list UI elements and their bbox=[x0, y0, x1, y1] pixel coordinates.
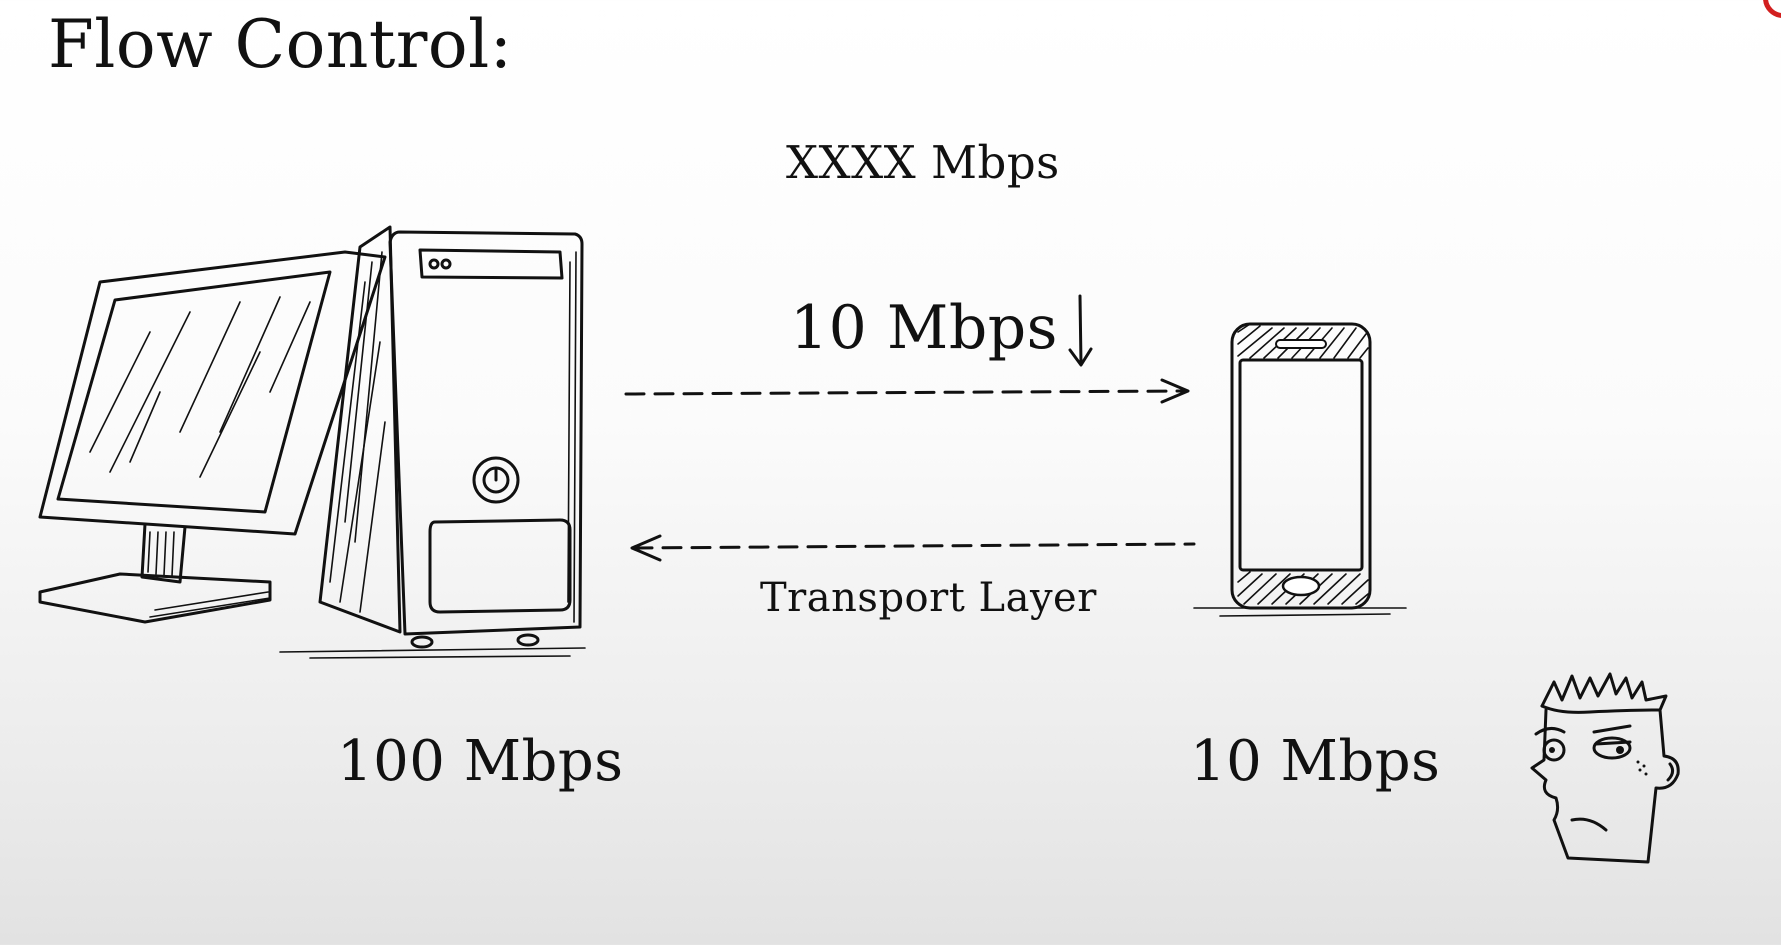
ack-arrow bbox=[630, 534, 1196, 562]
down-arrow-icon bbox=[1068, 294, 1093, 367]
desktop-computer-icon bbox=[38, 225, 586, 659]
smartphone-icon bbox=[1193, 322, 1407, 617]
transport-layer-label: Transport Layer bbox=[760, 575, 1097, 621]
phone-rate-label: 10 Mbps bbox=[1190, 729, 1441, 794]
middle-rate-label: 10 Mbps bbox=[790, 293, 1058, 363]
corner-mark bbox=[1763, 0, 1781, 18]
computer-rate-label: 100 Mbps bbox=[337, 729, 624, 794]
page-title: Flow Control: bbox=[48, 6, 513, 83]
top-rate-label: XXXX Mbps bbox=[786, 136, 1060, 189]
grumpy-face-icon bbox=[1530, 672, 1680, 864]
send-arrow bbox=[624, 378, 1190, 404]
